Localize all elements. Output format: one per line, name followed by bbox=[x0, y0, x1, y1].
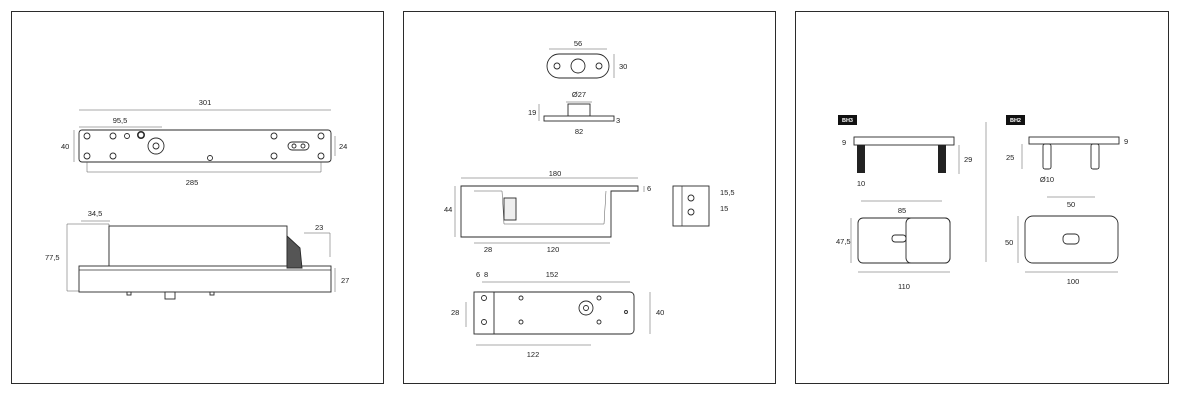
dim-bracket-flange: 6 bbox=[647, 184, 651, 193]
bracket-end-drawing: 15,5 15 bbox=[672, 185, 735, 227]
dim-top-offset: 34,5 bbox=[88, 209, 103, 218]
top-view-drawing: 301 95,5 40 24 285 bbox=[61, 98, 347, 187]
dim-top-hole-spacing: 122 bbox=[527, 350, 540, 359]
dim-right-height: 24 bbox=[339, 142, 347, 151]
dim-plate-width: 56 bbox=[574, 39, 582, 48]
bh2-tag-box bbox=[1006, 115, 1025, 125]
dim-body-height: 27 bbox=[341, 276, 349, 285]
dim-end-top: 15,5 bbox=[720, 188, 735, 197]
bh2-plate-width: 100 bbox=[1067, 277, 1080, 286]
bh3-plate-width: 110 bbox=[898, 282, 910, 291]
dim-top-right-height: 40 bbox=[656, 308, 664, 317]
dim-pivot-thickness: 3 bbox=[616, 116, 620, 125]
dim-top-left-a: 6 bbox=[476, 270, 480, 279]
plate-drawing: 56 30 bbox=[546, 39, 627, 79]
bracket-top-drawing: 6 8 152 28 40 122 bbox=[451, 270, 664, 359]
pivot-bracket-panel: 56 30 Ø27 19 3 82 180 6 44 28 120 15,5 1… bbox=[403, 11, 776, 384]
dim-total-height: 77,5 bbox=[45, 253, 60, 262]
dim-bracket-length: 180 bbox=[549, 169, 562, 178]
dim-top-length: 152 bbox=[546, 270, 559, 279]
bh3-pin-height: 29 bbox=[964, 155, 972, 164]
dim-hole-spacing: 285 bbox=[186, 178, 199, 187]
dim-overall-length: 301 bbox=[199, 98, 212, 107]
dim-pivot-base: 82 bbox=[575, 127, 583, 136]
dim-arm-height: 23 bbox=[315, 223, 323, 232]
dim-bracket-inner-length: 120 bbox=[547, 245, 560, 254]
dim-end-hole: 15 bbox=[720, 204, 728, 213]
side-view-drawing: 34,5 77,5 23 27 bbox=[45, 209, 349, 300]
bh2-pin-height: 25 bbox=[1006, 153, 1014, 162]
bh3-plate-depth: 47,5 bbox=[836, 237, 851, 246]
pivot-drawing: Ø27 19 3 82 bbox=[528, 90, 620, 136]
bh3-pin-left bbox=[857, 145, 865, 173]
dim-pivot-height: 19 bbox=[528, 108, 536, 117]
dim-bracket-inner-offset: 28 bbox=[484, 245, 492, 254]
dim-offset: 95,5 bbox=[113, 116, 128, 125]
bh2-thickness: 9 bbox=[1124, 137, 1128, 146]
bh3-drawing: BH3 9 29 10 85 47,5 110 bbox=[836, 115, 972, 291]
bh3-tag-box bbox=[838, 115, 857, 125]
dim-bracket-height: 44 bbox=[444, 205, 452, 214]
dim-pivot-diameter: Ø27 bbox=[572, 90, 586, 99]
bh3-thickness: 9 bbox=[842, 138, 846, 147]
bh2-pin-diameter: Ø10 bbox=[1040, 175, 1054, 184]
dim-depth: 40 bbox=[61, 142, 69, 151]
bh2-plate-depth: 50 bbox=[1005, 238, 1013, 247]
dim-top-left-height: 28 bbox=[451, 308, 459, 317]
bh3-pin-spacing: 85 bbox=[898, 206, 906, 215]
bh2-tag: BH2 bbox=[1010, 118, 1021, 124]
bh2-pin-spacing: 50 bbox=[1067, 200, 1075, 209]
bh2-drawing: BH2 9 25 Ø10 50 50 100 bbox=[1005, 115, 1128, 286]
bh3-pin-right bbox=[938, 145, 946, 173]
dim-top-left-b: 8 bbox=[484, 270, 488, 279]
bracket-side-drawing: 180 6 44 28 120 bbox=[444, 169, 651, 254]
bh3-tag: BH3 bbox=[842, 118, 853, 124]
dim-plate-height: 30 bbox=[619, 62, 627, 71]
floor-spring-panel: 301 95,5 40 24 285 34,5 77,5 bbox=[11, 11, 384, 384]
bearing-housing-panel: BH3 9 29 10 85 47,5 110 BH2 9 25 Ø10 50 … bbox=[795, 11, 1169, 384]
bh3-pin-width: 10 bbox=[857, 179, 865, 188]
